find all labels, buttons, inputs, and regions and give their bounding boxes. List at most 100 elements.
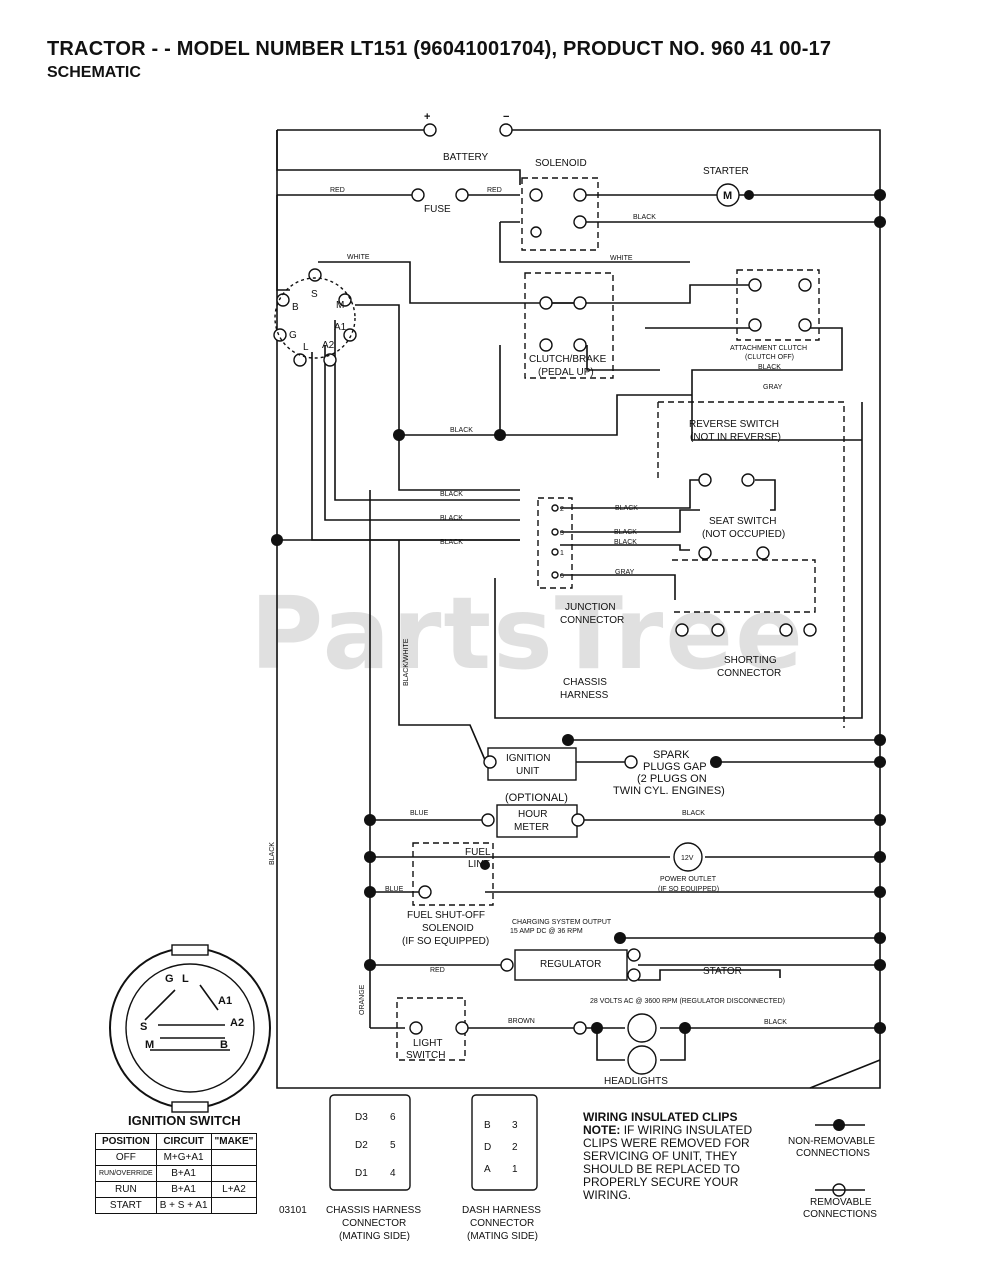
power-outlet-voltage: 12V — [681, 855, 694, 862]
fuel-shutoff-equipped-label: (IF SO EQUIPPED) — [402, 936, 489, 947]
ignition-switch-table: POSITION CIRCUIT "MAKE" OFF M+G+A1 RUN/O… — [95, 1133, 258, 1214]
wire-black-label-11: BLACK — [764, 1019, 787, 1026]
wire-brown-label: BROWN — [508, 1018, 535, 1025]
solenoid-label: SOLENOID — [535, 158, 587, 169]
dash-connector-caption-3: (MATING SIDE) — [467, 1231, 538, 1242]
shorting-connector-label: SHORTING — [724, 655, 777, 666]
row-circuit: M+G+A1 — [155, 1149, 212, 1166]
diagram-code: 03101 — [279, 1205, 307, 1216]
starter-motor-label: M — [723, 190, 732, 202]
wire-black-label-2: BLACK — [758, 364, 781, 371]
dash-pin-a: A — [484, 1164, 491, 1175]
hour-meter-sub-label: METER — [514, 822, 549, 833]
fuel-shutoff-sub-label: SOLENOID — [422, 923, 474, 934]
chassis-pin-d2: D2 — [355, 1140, 368, 1151]
light-switch-sub-label: SWITCH — [406, 1050, 445, 1061]
chassis-pin-d3: D3 — [355, 1112, 368, 1123]
ignition-switch-title: IGNITION SWITCH — [128, 1113, 241, 1128]
row-position: RUN/OVERRIDE — [95, 1165, 157, 1182]
legend-removable-2: CONNECTIONS — [803, 1209, 877, 1220]
junction-connector-sub-label: CONNECTOR — [560, 615, 624, 626]
note-heading: WIRING INSULATED CLIPS — [583, 1110, 738, 1124]
col-circuit: CIRCUIT — [155, 1133, 212, 1150]
spark-label-2: PLUGS GAP — [643, 761, 707, 773]
regulator-label: REGULATOR — [540, 959, 601, 970]
ign-face-s: S — [140, 1021, 147, 1033]
wire-black-label-3: BLACK — [450, 427, 473, 434]
ign-face-g: G — [165, 973, 174, 985]
clutch-brake-label: CLUTCH/BRAKE — [529, 354, 607, 365]
ign-face-l: L — [182, 973, 189, 985]
ignition-unit-box — [487, 747, 577, 781]
row-make — [210, 1149, 258, 1166]
fuel-line-sub-label: LINE — [468, 859, 491, 870]
dash-pin-d: D — [484, 1142, 491, 1153]
wire-gray-label-2: GRAY — [615, 569, 635, 576]
spark-label-1: SPARK — [653, 749, 690, 761]
dash-pin-3: 3 — [512, 1120, 518, 1131]
row-position: RUN — [95, 1181, 157, 1198]
table-header-row: POSITION CIRCUIT "MAKE" — [95, 1133, 258, 1150]
wire-black-label-7: BLACK — [615, 505, 638, 512]
row-position: OFF — [95, 1149, 157, 1166]
terminal-g-label: G — [289, 330, 297, 341]
junction-pin-2: 2 — [560, 506, 564, 513]
terminal-a2-label: A2 — [322, 340, 335, 351]
wire-black-label-6: BLACK — [440, 539, 463, 546]
terminal-s-label: S — [311, 289, 318, 300]
reverse-switch-sub-label: (NOT IN REVERSE) — [690, 432, 781, 443]
chassis-pin-5: 5 — [390, 1140, 396, 1151]
ignition-unit-label: IGNITION — [506, 753, 550, 764]
chassis-connector-caption-1: CHASSIS HARNESS — [326, 1205, 421, 1216]
power-outlet-label: POWER OUTLET — [660, 876, 717, 883]
row-position: START — [95, 1197, 157, 1214]
seat-switch-label: SEAT SWITCH — [709, 516, 776, 527]
chassis-connector-caption-2: CONNECTOR — [342, 1218, 406, 1229]
wiring-clips-note: WIRING INSULATED CLIPS NOTE: IF WIRING I… — [583, 1111, 783, 1202]
page-subtitle: SCHEMATIC — [47, 64, 141, 81]
stator-note: 28 VOLTS AC @ 3600 RPM (REGULATOR DISCON… — [590, 998, 785, 1005]
diagram-labels: + − BATTERY SOLENOID STARTER M FUSE CLUT… — [140, 111, 877, 1242]
wire-black-label-1: BLACK — [633, 214, 656, 221]
table-row: RUN/OVERRIDE B+A1 — [95, 1165, 258, 1182]
row-circuit: B+A1 — [155, 1165, 212, 1182]
reverse-switch-label: REVERSE SWITCH — [689, 419, 779, 430]
wire-black-label-10: BLACK — [682, 810, 705, 817]
page-title: TRACTOR - - MODEL NUMBER LT151 (96041001… — [47, 38, 832, 60]
ign-face-a2: A2 — [230, 1017, 244, 1029]
table-row: RUN B+A1 L+A2 — [95, 1181, 258, 1198]
legend-removable-1: REMOVABLE — [810, 1197, 872, 1208]
clutch-brake-sub-label: (PEDAL UP) — [538, 367, 594, 378]
wire-black-label-4: BLACK — [440, 491, 463, 498]
attachment-clutch-sub-label: (CLUTCH OFF) — [745, 354, 794, 361]
battery-minus-label: − — [503, 111, 509, 123]
dash-pin-b: B — [484, 1120, 491, 1131]
wire-white-label-1: WHITE — [347, 254, 370, 261]
chassis-connector-body — [329, 1094, 411, 1191]
chassis-pin-6: 6 — [390, 1112, 396, 1123]
legend-non-removable-2: CONNECTIONS — [796, 1148, 870, 1159]
wire-blue-label-2: BLUE — [385, 886, 404, 893]
chassis-harness-label: CHASSIS — [563, 677, 607, 688]
wire-black-label-12: BLACK — [269, 842, 276, 865]
wire-red-label-3: RED — [430, 967, 445, 974]
ign-face-a1: A1 — [218, 995, 232, 1007]
optional-label: (OPTIONAL) — [505, 792, 568, 804]
ignition-unit-sub-label: UNIT — [516, 766, 539, 777]
power-outlet-sub-label: (IF SO EQUIPPED) — [658, 886, 719, 893]
note-label: NOTE: — [583, 1123, 621, 1137]
dash-connector-body — [471, 1094, 538, 1191]
chassis-connector-caption-3: (MATING SIDE) — [339, 1231, 410, 1242]
ign-face-m: M — [145, 1039, 154, 1051]
component-boxes — [109, 747, 628, 1191]
hour-meter-label: HOUR — [518, 809, 547, 820]
regulator-box — [514, 949, 628, 981]
note-text: IF WIRING INSULATED CLIPS WERE REMOVED F… — [583, 1123, 753, 1202]
stator-label: STATOR — [703, 966, 742, 977]
table-row: OFF M+G+A1 — [95, 1149, 258, 1166]
wire-black-label-8: BLACK — [614, 529, 637, 536]
terminal-l-label: L — [303, 342, 309, 353]
hour-meter-box — [496, 804, 578, 838]
chassis-pin-4: 4 — [390, 1168, 396, 1179]
col-position: POSITION — [95, 1133, 157, 1150]
